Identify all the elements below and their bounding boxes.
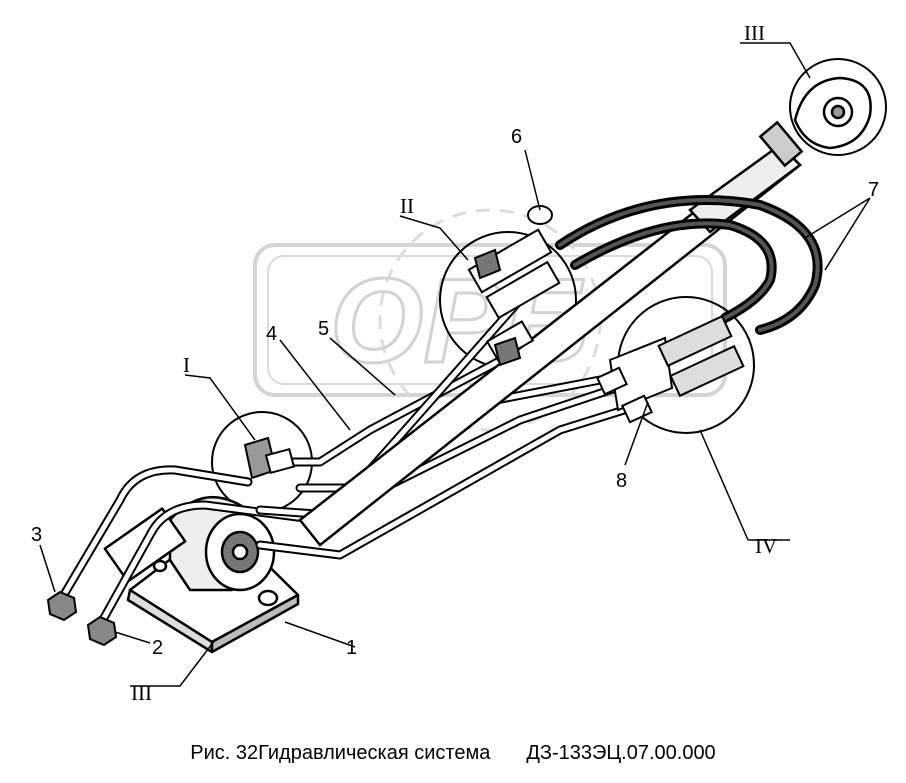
fittings-IV — [595, 314, 745, 424]
figure-caption: Рис. 32Гидравлическая система ДЗ-133ЭЦ.07… — [0, 742, 906, 765]
callout-3: 3 — [31, 524, 42, 546]
view-label-II: II — [400, 194, 414, 218]
fittings-II — [467, 205, 561, 367]
hydraulic-cylinder — [298, 76, 872, 547]
hoses — [555, 195, 823, 335]
pipes — [57, 295, 645, 630]
detail-circle-III — [789, 58, 887, 156]
callout-1: 1 — [346, 637, 357, 659]
callout-6: 6 — [511, 126, 522, 148]
callout-2: 2 — [152, 637, 163, 659]
view-label-III-top: III — [744, 21, 765, 45]
leader-lines — [39, 42, 871, 687]
callout-8: 8 — [616, 470, 627, 492]
pivot-bracket — [103, 495, 300, 654]
view-label-III-bottom: III — [131, 681, 152, 705]
fitting-I — [243, 436, 296, 480]
callout-7: 7 — [868, 179, 879, 201]
callout-5: 5 — [318, 318, 329, 340]
pipe-end-nuts — [46, 590, 118, 647]
figure-title: Рис. 32Гидравлическая система — [190, 742, 491, 764]
view-label-I: I — [183, 353, 190, 377]
callout-4: 4 — [266, 323, 277, 345]
view-label-IV: IV — [755, 534, 777, 558]
drawing-code: ДЗ-133ЭЦ.07.00.000 — [526, 742, 716, 764]
